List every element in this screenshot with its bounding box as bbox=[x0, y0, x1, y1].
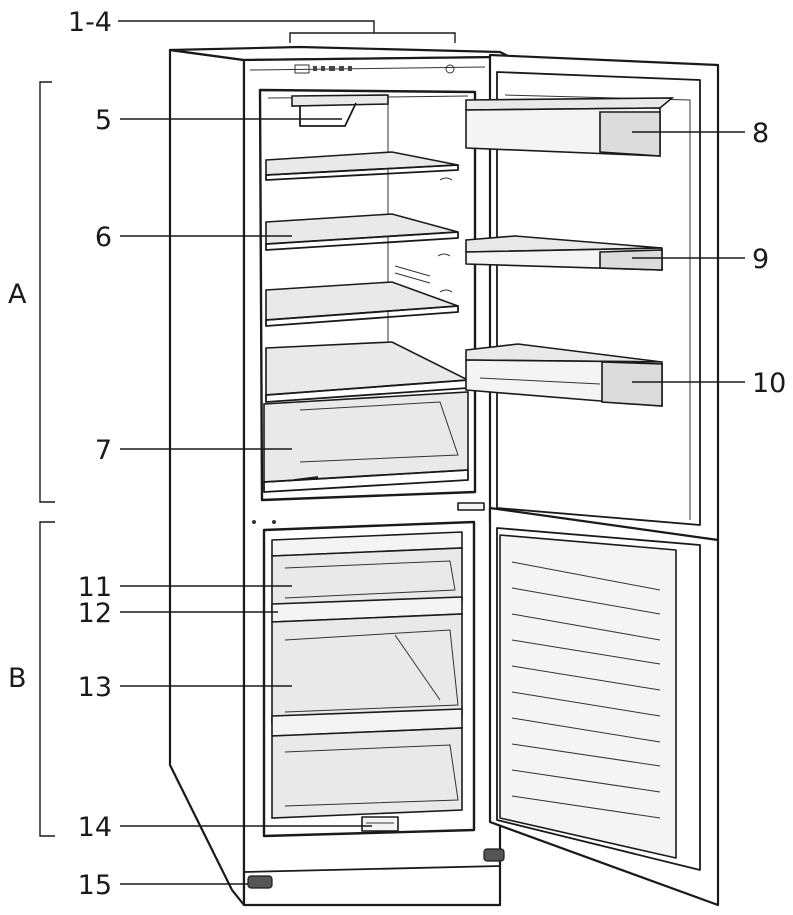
callout-labels: 1-4 5 6 7 8 9 10 11 12 13 14 15 A B bbox=[8, 7, 786, 901]
label-group-b: B bbox=[8, 663, 27, 694]
label-group-a: A bbox=[8, 279, 27, 310]
door-shelf bbox=[465, 343, 663, 407]
label-14: 14 bbox=[78, 812, 112, 843]
bracket-b bbox=[39, 521, 55, 837]
glass-shelf bbox=[265, 281, 459, 327]
vegetable-container bbox=[263, 391, 469, 493]
label-9: 9 bbox=[752, 244, 769, 275]
leader-lines bbox=[120, 118, 745, 885]
fridge-door bbox=[465, 53, 720, 542]
label-5: 5 bbox=[95, 105, 112, 136]
bracket-1-4 bbox=[118, 20, 456, 43]
label-1-4: 1-4 bbox=[68, 7, 112, 38]
freezer-drawer bbox=[271, 596, 463, 725]
freezer-compartment bbox=[262, 520, 476, 838]
label-7: 7 bbox=[95, 435, 112, 466]
freezer-door bbox=[488, 506, 720, 907]
label-13: 13 bbox=[78, 672, 112, 703]
control-panel bbox=[249, 64, 486, 74]
label-10: 10 bbox=[752, 368, 786, 399]
ice-tray bbox=[361, 816, 399, 832]
adjustable-feet bbox=[247, 848, 505, 889]
label-12: 12 bbox=[78, 598, 112, 629]
fridge-compartment bbox=[258, 88, 477, 502]
glass-shelf bbox=[265, 151, 459, 181]
door-shelf bbox=[465, 235, 663, 271]
label-8: 8 bbox=[752, 118, 769, 149]
divider-strip bbox=[252, 502, 485, 524]
door-shelf bbox=[465, 97, 675, 157]
glass-shelf bbox=[265, 341, 471, 403]
label-6: 6 bbox=[95, 222, 112, 253]
label-15: 15 bbox=[78, 870, 112, 901]
bracket-a bbox=[39, 81, 55, 503]
freezer-door-ribs bbox=[511, 561, 661, 819]
freezer-drawer bbox=[271, 708, 463, 819]
interior-light bbox=[291, 94, 389, 127]
label-11: 11 bbox=[78, 572, 112, 603]
